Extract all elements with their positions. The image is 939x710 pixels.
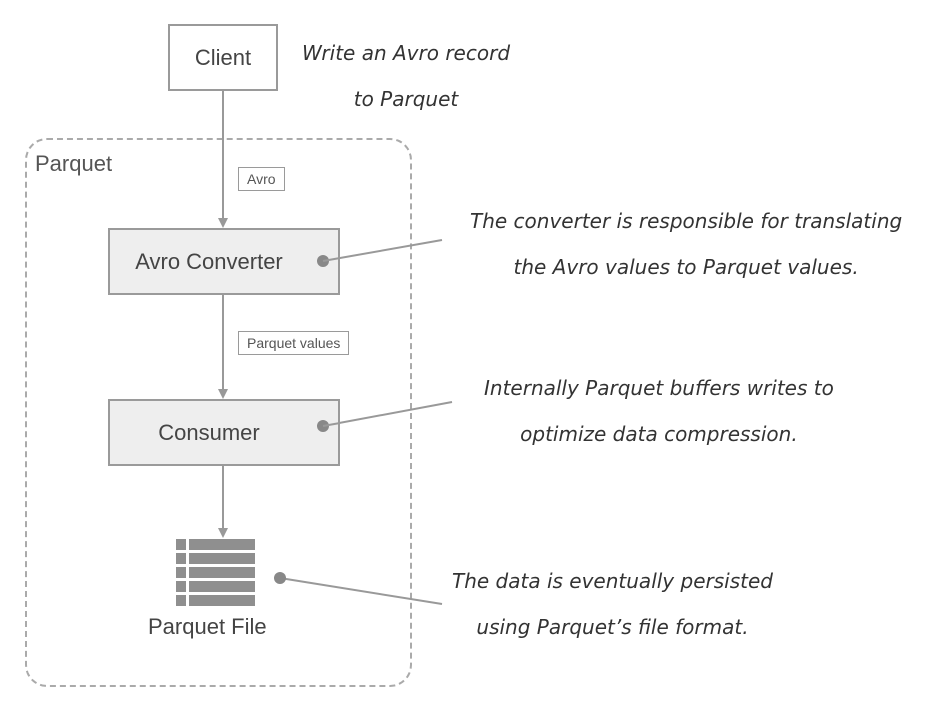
edge-label-parquet-values: Parquet values — [238, 331, 350, 355]
note-consumer-line-2: optimize data compression. — [520, 422, 798, 446]
edge-label-avro: Avro — [238, 167, 285, 191]
parquet-file-label: Parquet File — [148, 614, 267, 639]
note-consumer-line-1: Internally Parquet buffers writes to — [484, 376, 834, 400]
avro-converter-label: Avro Converter — [135, 248, 283, 274]
note-converter: The converter is responsible for transla… — [470, 198, 902, 290]
client-node: Client — [168, 24, 278, 91]
note-top-line-2: to Parquet — [353, 87, 459, 111]
pointer-file — [279, 577, 443, 605]
note-file-line-2: using Parquet’s file format. — [476, 615, 749, 639]
client-label: Client — [194, 44, 252, 70]
parquet-group-container — [25, 138, 412, 687]
note-write-record: Write an Avro record to Parquet — [302, 30, 510, 122]
note-converter-line-1: The converter is responsible for transla… — [470, 209, 903, 233]
note-top-line-1: Write an Avro record — [302, 41, 511, 65]
note-file-line-1: The data is eventually persisted — [452, 569, 773, 593]
parquet-group-label: Parquet — [35, 151, 113, 176]
pointer-converter — [322, 239, 443, 262]
pointer-consumer — [322, 401, 453, 427]
parquet-file-icon — [176, 539, 255, 606]
pointer-dot-file — [274, 572, 286, 584]
consumer-node: Consumer — [108, 399, 340, 466]
note-consumer: Internally Parquet buffers writes to opt… — [484, 365, 834, 457]
note-converter-line-2: the Avro values to Parquet values. — [513, 255, 859, 279]
consumer-label: Consumer — [158, 419, 260, 445]
avro-converter-node: Avro Converter — [108, 228, 340, 295]
note-file: The data is eventually persisted using P… — [452, 558, 773, 650]
